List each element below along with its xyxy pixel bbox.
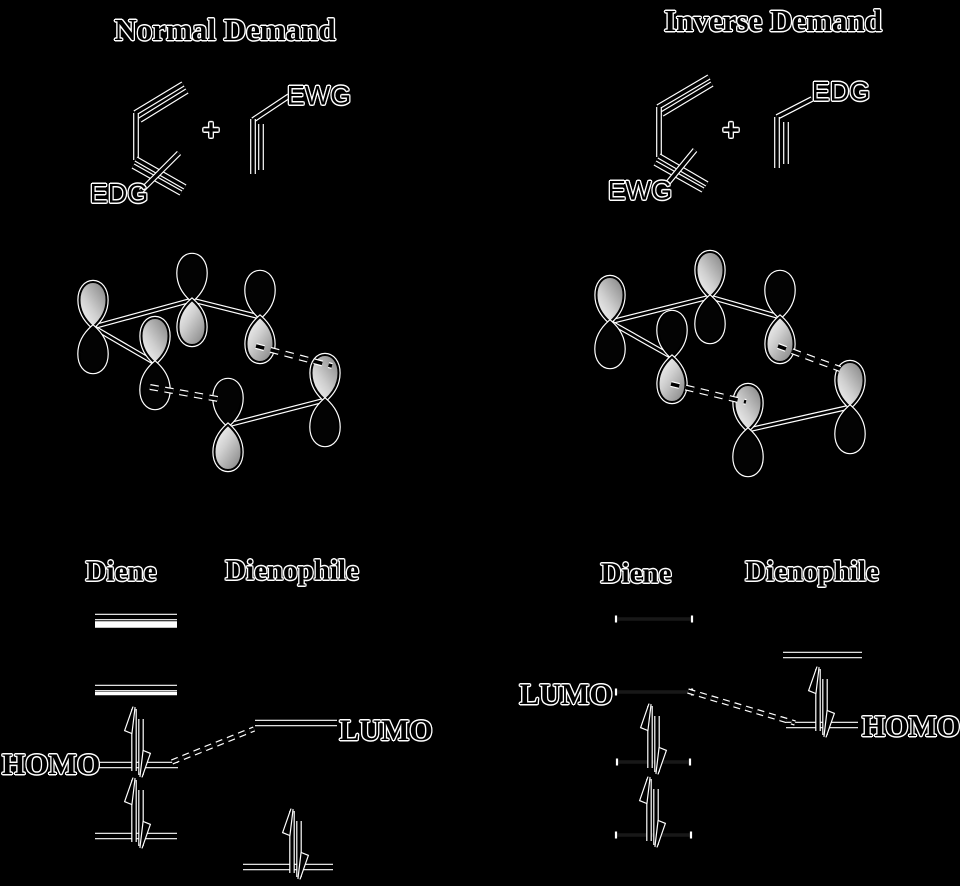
orbital-lobe-empty [213,378,243,427]
left-dienophile-header: Dienophile [225,554,359,587]
right-diene-structure [653,74,714,193]
right-panel-title: Inverse Demand [664,3,882,38]
orbital-lobe-filled [657,356,687,403]
orbital-lobe-filled [733,384,763,431]
orbital-lobe-filled [177,299,207,346]
bond-line [132,164,182,195]
orbital-lobe-empty [733,428,763,477]
right-homo-label: HOMO [861,710,960,743]
bond-line [657,75,710,109]
right-lumo-label: LUMO [519,678,613,711]
right-dienophile-structure [774,96,814,168]
orbital-lobe-empty [177,253,207,302]
bond-line [134,82,184,115]
orbital-lobe-empty [310,398,340,447]
bond-line [661,82,713,116]
left-diene-structure [131,81,189,196]
orbital-lobe-filled [245,316,275,363]
orbital-skeleton-line [92,298,193,329]
left-orbital-diagram [80,255,339,470]
bond-line [654,161,704,192]
right-diene-substituent-label: EWG [607,175,673,206]
orbital-lobe-filled [595,276,625,323]
orbital-skeleton-line [191,298,261,319]
left-dienophile-structure [250,93,291,174]
orbital-skeleton-line [609,295,711,324]
left-lumo-label: LUMO [339,714,433,747]
lumo-homo-dashed-line [687,689,796,725]
orbital-lobe-filled [78,281,108,328]
right-orbital-diagram [597,252,864,475]
orbital-overlap-dashed-line [255,344,333,368]
orbital-skeleton-line [227,398,326,427]
orbital-overlap-dashed-line [149,385,219,401]
left-dienophile-substituent-label: EWG [286,80,352,111]
orbital-lobe-filled [695,251,725,298]
right-diene-header: Diene [600,557,672,590]
left-homo-label: HOMO [1,748,101,781]
bond-line-to-substituent [665,148,697,186]
orbital-lobe-filled [213,424,243,471]
orbital-skeleton-line [92,325,156,365]
orbital-skeleton-line [609,320,673,359]
left-plus-sign: + [202,114,220,147]
orbital-lobe-empty [765,270,795,319]
bond-line [658,154,708,186]
orbital-lobe-empty [245,270,275,319]
right-energy-diagram [614,615,862,848]
orbital-skeleton-line [747,405,851,432]
orbital-lobe-empty [695,295,725,344]
right-plus-sign: + [722,114,740,147]
bond-line-to-substituent [252,94,290,122]
orbital-lobe-filled [765,316,795,363]
left-diene-header: Diene [85,555,157,588]
left-energy-diagram [95,613,337,879]
right-dienophile-header: Dienophile [745,555,879,588]
left-diene-substituent-label: EDG [89,178,149,209]
orbital-lobe-empty [835,405,865,454]
orbital-lobe-filled [835,361,865,408]
orbital-overlap-dashed-line [670,382,747,404]
bond-line-to-substituent [776,97,813,119]
orbital-skeleton-line [709,295,781,319]
right-dienophile-substituent-label: EDG [811,76,871,107]
left-panel-title: Normal Demand [114,12,336,47]
orbital-overlap-dashed-line [777,344,841,371]
homo-lumo-dashed-line [171,727,255,764]
bond-line [139,89,188,122]
bond-line-to-substituent [139,151,181,193]
